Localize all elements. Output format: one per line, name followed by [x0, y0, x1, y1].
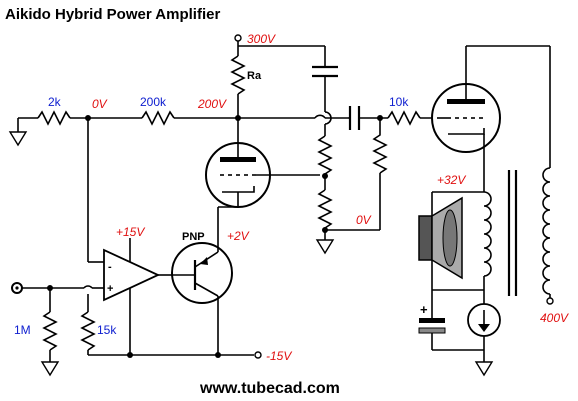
r-ground-value: 1M: [14, 323, 31, 337]
opamp-minus-label: -: [108, 261, 112, 273]
resistor-200k-icon: [141, 110, 175, 126]
coupling-capacitor-icon: [348, 106, 388, 130]
ground-icon: [474, 361, 494, 377]
opamp-plus-label: +: [107, 283, 113, 295]
negative-rail: [88, 351, 262, 359]
transformer-icon: [432, 167, 554, 305]
op-amp-supply-voltage: +15V: [116, 225, 145, 239]
negative-rail-voltage: -15V: [266, 349, 292, 363]
r-feedback-value: 15k: [97, 323, 117, 337]
bypass-capacitor-icon: [312, 65, 338, 136]
plate-node-voltage: 200V: [197, 97, 227, 111]
output-b-plus-voltage: 400V: [540, 311, 569, 325]
website-url: www.tubecad.com: [199, 380, 340, 397]
input-jack-icon: [11, 282, 104, 294]
transistor-pnp-icon: [171, 206, 238, 355]
speaker-supply-voltage: +32V: [437, 173, 466, 187]
op-amp-icon: - +: [88, 238, 172, 355]
resistor-grid-leak-icon: [372, 118, 388, 230]
resistor-divider-bottom-icon: [317, 189, 380, 240]
diagram-title: Aikido Hybrid Power Amplifier: [5, 6, 220, 23]
grid-ref-voltage: 0V: [356, 213, 372, 227]
resistor-divider-top-icon: [317, 135, 333, 190]
b-plus-voltage: 300V: [247, 32, 276, 46]
resistor-1m-icon: [42, 288, 58, 362]
ra-label: Ra: [247, 70, 262, 82]
triode-output-icon: [431, 45, 551, 192]
b-plus-node: [234, 34, 326, 66]
ground-icon: [40, 361, 60, 377]
ground-icon: [8, 118, 28, 147]
r-series-value: 200k: [140, 95, 167, 109]
resistor-2k-icon: [37, 110, 71, 126]
emitter-voltage: +2V: [227, 229, 250, 243]
speaker-icon: [418, 192, 463, 290]
triode-lower-icon: [205, 118, 320, 208]
current-source-icon: [432, 288, 501, 362]
resistor-ra-icon: [230, 55, 246, 118]
r-input-value: 2k: [48, 95, 62, 109]
r-grid-stopper-value: 10k: [389, 95, 409, 109]
svg-text:+: +: [420, 302, 428, 317]
resistor-10k-icon: [387, 110, 421, 126]
input-bias-voltage: 0V: [92, 97, 108, 111]
pnp-label: PNP: [182, 231, 205, 243]
ground-icon: [315, 239, 335, 255]
electrolytic-capacitor-icon: +: [418, 290, 446, 350]
resistor-15k-icon: [80, 294, 96, 355]
